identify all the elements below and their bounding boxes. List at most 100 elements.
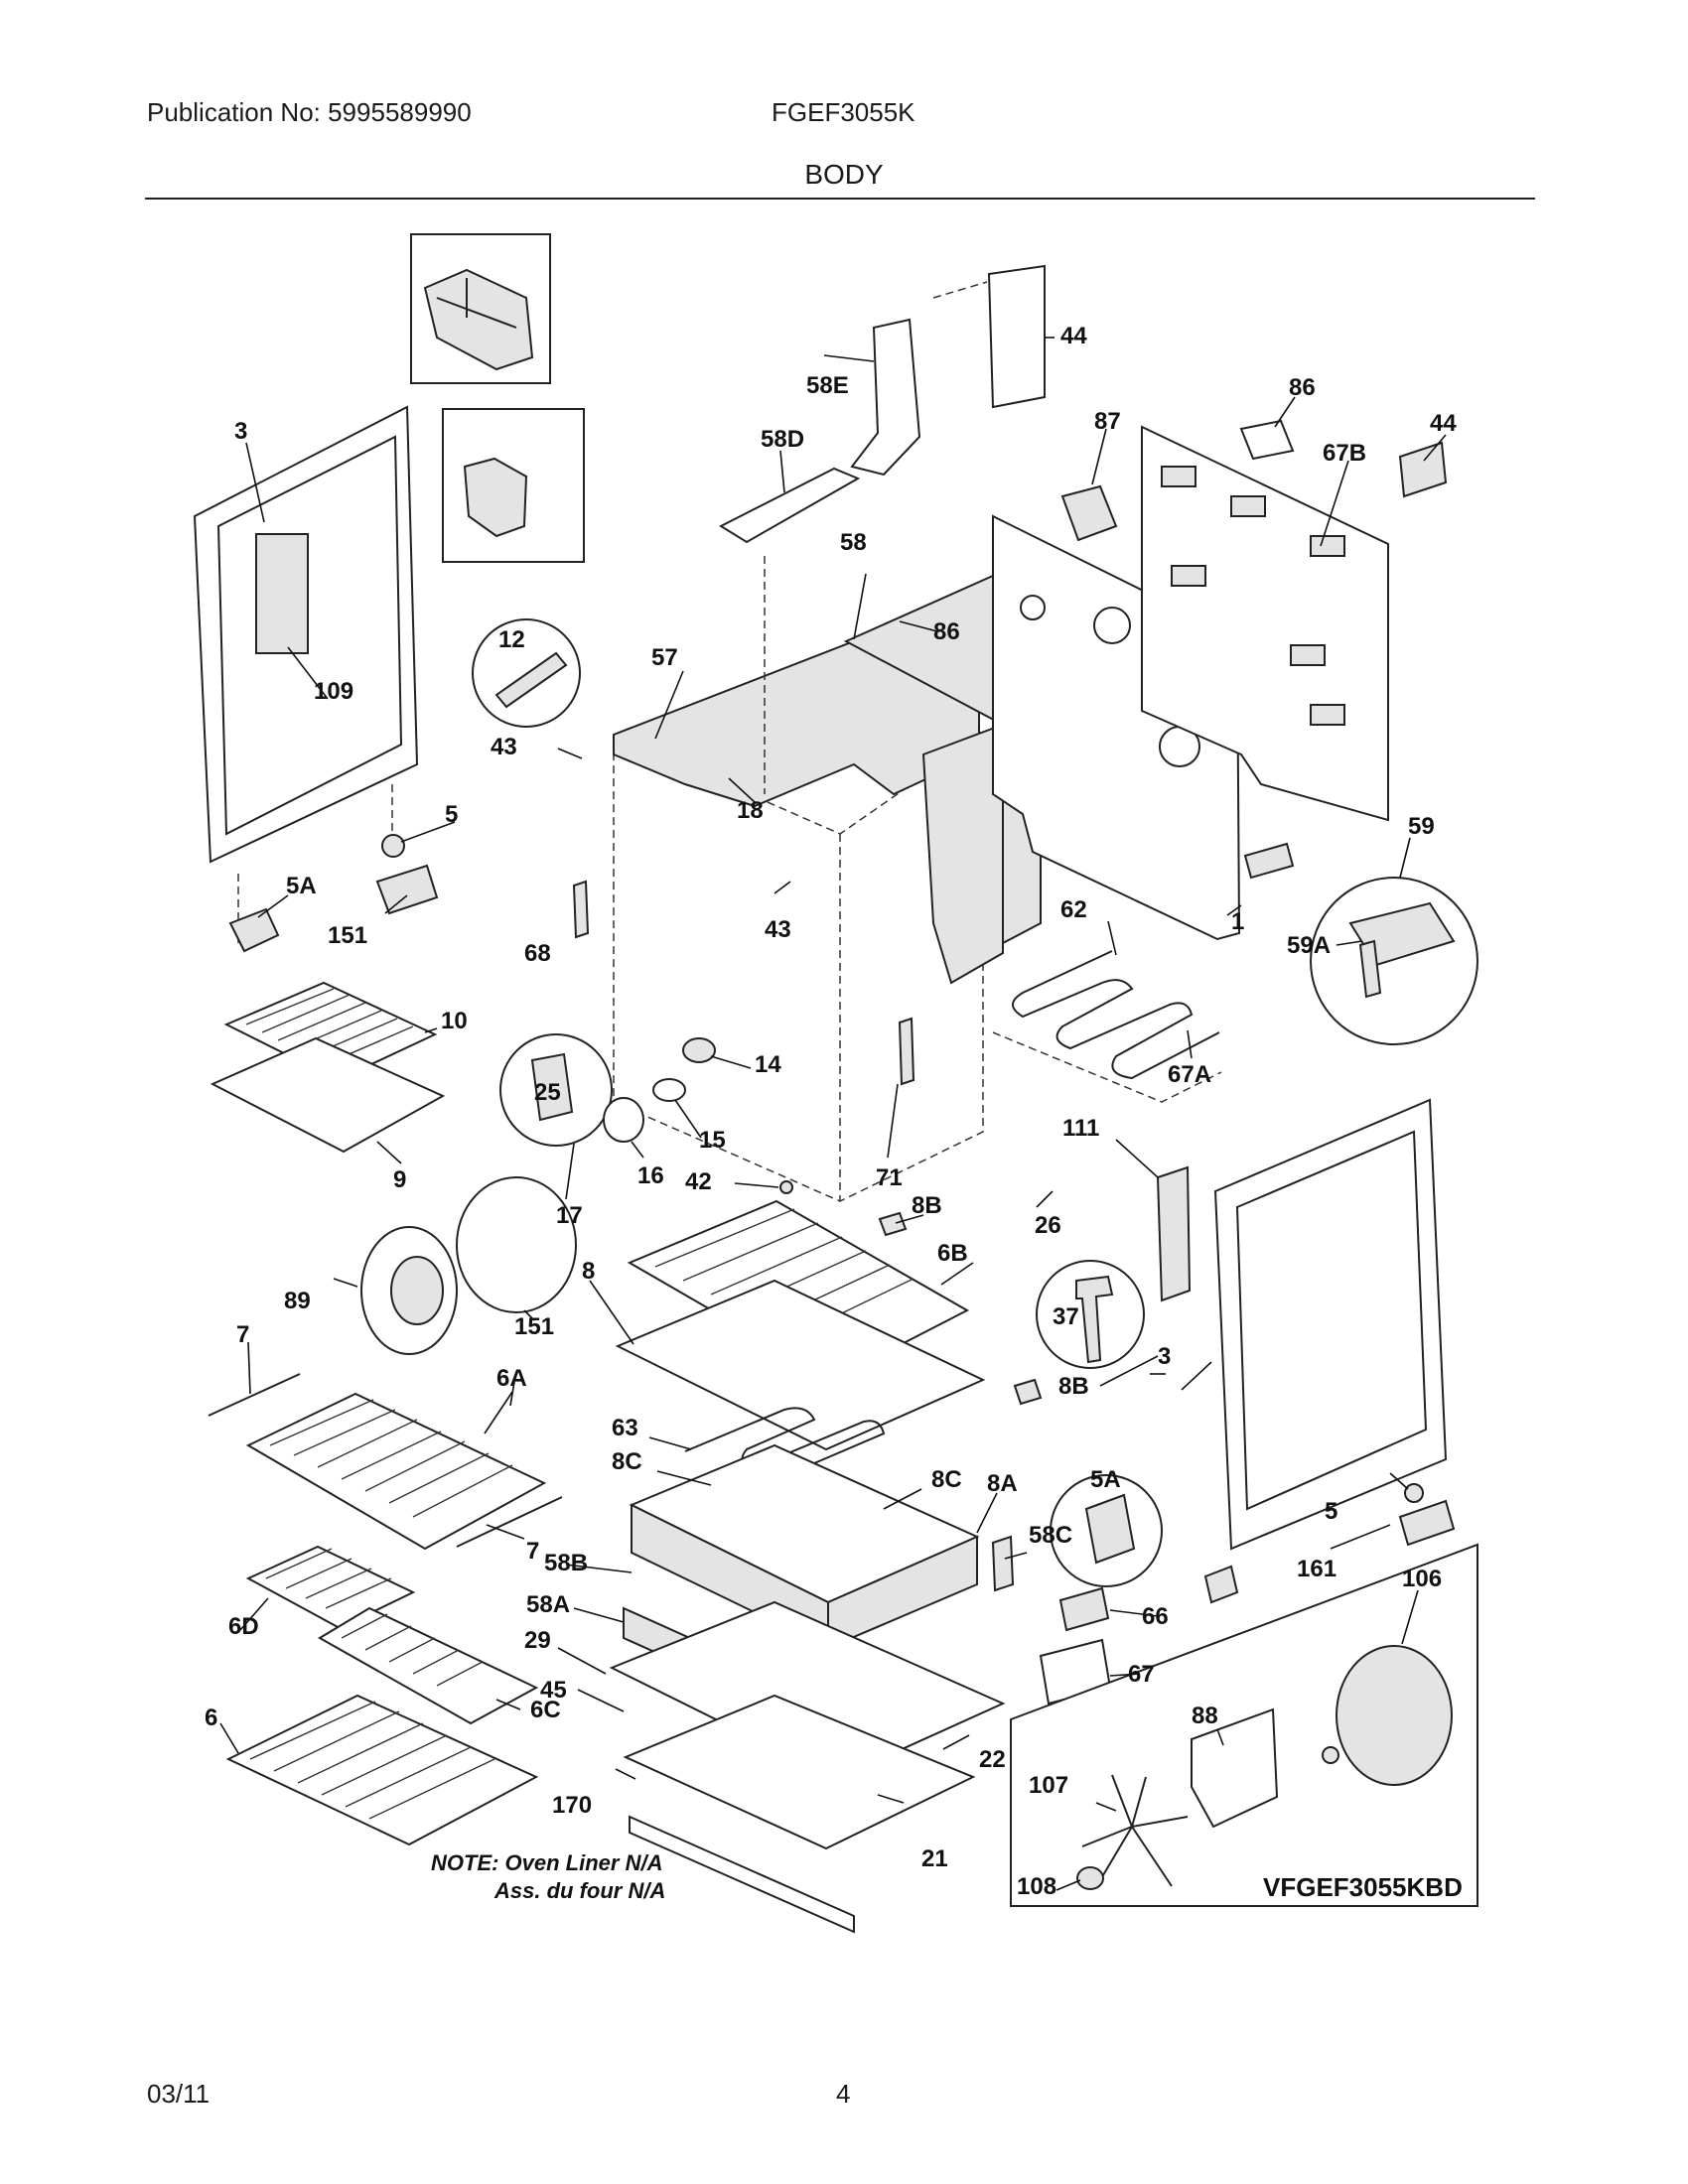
left-side-panel [193, 405, 419, 943]
page-number: 4 [836, 2079, 851, 2109]
part-label: 43 [491, 734, 517, 760]
part-label: 6D [228, 1613, 259, 1640]
drawer-rack-6B [615, 1199, 986, 1451]
part-87 [1239, 419, 1295, 461]
part-label: 8 [582, 1258, 595, 1285]
part-label: 67 [1128, 1661, 1155, 1688]
part-label: 25 [534, 1079, 561, 1106]
oven-liner-note-line1: NOTE: Oven Liner N/A [431, 1850, 662, 1875]
part-label: 109 [314, 678, 353, 705]
broiler-pan [210, 981, 446, 1154]
part-label: 88 [1192, 1703, 1218, 1729]
section-title: BODY [804, 159, 884, 190]
part-label: 6A [496, 1365, 527, 1392]
part-label: 86 [1289, 374, 1316, 401]
part-label: 59 [1408, 813, 1435, 840]
part-label: 8B [1058, 1373, 1089, 1400]
small-drawer-parts [878, 1211, 1112, 1706]
part-label: 58C [1029, 1522, 1072, 1549]
part-label: 42 [685, 1168, 712, 1195]
publication-date: 03/11 [147, 2079, 211, 2109]
oven-rack-6A [245, 1392, 547, 1551]
part-5A-inset [1050, 1474, 1163, 1587]
part-label: 71 [876, 1164, 903, 1191]
part-label: 21 [921, 1845, 948, 1872]
part-label: 22 [979, 1746, 1006, 1773]
ducts [718, 264, 1046, 794]
broil-element [992, 950, 1222, 1103]
part-label: 44 [1430, 410, 1457, 437]
part-label: 8C [612, 1448, 642, 1475]
part-label: 86 [933, 618, 960, 645]
part-label: 66 [1142, 1603, 1169, 1630]
part-label: 6 [205, 1705, 217, 1731]
part-22-inset [410, 233, 551, 384]
part-label: 68 [524, 940, 551, 967]
part-labels-all: 1 3 3 5 5 5A 5A 6 6A 6B 6C 6D 7 7 8 8A 8… [205, 323, 1457, 1900]
part-label: 3 [1158, 1343, 1171, 1370]
header-rule [145, 198, 1535, 200]
part-label: 7 [236, 1321, 249, 1348]
part-label: 5 [1325, 1498, 1337, 1525]
publication-number: Publication No: 5995589990 [147, 97, 472, 127]
part-label: 67A [1168, 1061, 1211, 1088]
part-label: 58B [544, 1550, 588, 1576]
part-label: 57 [651, 644, 678, 671]
part-label: 5A [1090, 1466, 1121, 1493]
part-21-inset [442, 408, 585, 563]
part-label: 63 [612, 1415, 638, 1441]
part-label: 58A [526, 1591, 570, 1618]
rack-rods-7 [208, 1373, 563, 1548]
part-label: 62 [1060, 896, 1087, 923]
part-label: 44 [1060, 323, 1087, 349]
part-label: 59A [1287, 932, 1331, 959]
part-label: 58D [761, 426, 804, 453]
part-89 [1060, 484, 1118, 542]
oven-rack-6 [225, 1694, 539, 1846]
part-label: 151 [514, 1313, 554, 1340]
part-label: 106 [1402, 1566, 1442, 1592]
part-label: 107 [1029, 1772, 1068, 1799]
part-label: 5A [286, 873, 317, 899]
part-label: 18 [737, 797, 764, 824]
model-number: FGEF3055K [772, 97, 915, 127]
part-label: 8B [912, 1192, 942, 1219]
part-label: 43 [765, 916, 791, 943]
part-label: 89 [284, 1288, 311, 1314]
part-label: 7 [526, 1538, 539, 1565]
part-label: 8C [931, 1466, 962, 1493]
oven-rack-6C [318, 1606, 539, 1725]
part-label: 67B [1323, 440, 1366, 467]
small-left-parts [228, 834, 439, 953]
part-label: 8A [987, 1470, 1018, 1497]
part-label: 5 [445, 801, 458, 828]
part-label: 108 [1017, 1873, 1056, 1900]
fan-cover [360, 1176, 577, 1355]
part-label: 58E [806, 372, 849, 399]
diagram-code: VFGEF3055KBD [1263, 1872, 1463, 1902]
part-label: 9 [393, 1166, 406, 1193]
part-62-inset [1243, 842, 1478, 1045]
part-label: 37 [1053, 1303, 1079, 1330]
oven-cavity [613, 639, 1004, 1202]
brackets-86 [572, 880, 915, 1086]
part-label: 15 [699, 1127, 726, 1154]
light-parts [603, 1037, 793, 1194]
part-label: 12 [498, 626, 525, 653]
right-side-panel [1156, 1098, 1448, 1551]
hinge-right [1203, 1483, 1456, 1604]
part-label: 16 [637, 1162, 664, 1189]
part-label: 58 [840, 529, 867, 556]
part-label: 170 [552, 1792, 592, 1819]
leader-lines [219, 337, 1447, 1891]
part-label: 151 [328, 922, 367, 949]
part-label: 17 [556, 1202, 583, 1229]
oven-liner-note-line2: Ass. du four N/A [493, 1878, 665, 1903]
part-29-inset [499, 1033, 613, 1147]
part-12-inset [472, 618, 581, 728]
part-label: 1 [1231, 908, 1244, 935]
part-label: 111 [1062, 1115, 1099, 1142]
part-label: 161 [1297, 1556, 1336, 1582]
part-label: 6B [937, 1240, 968, 1267]
